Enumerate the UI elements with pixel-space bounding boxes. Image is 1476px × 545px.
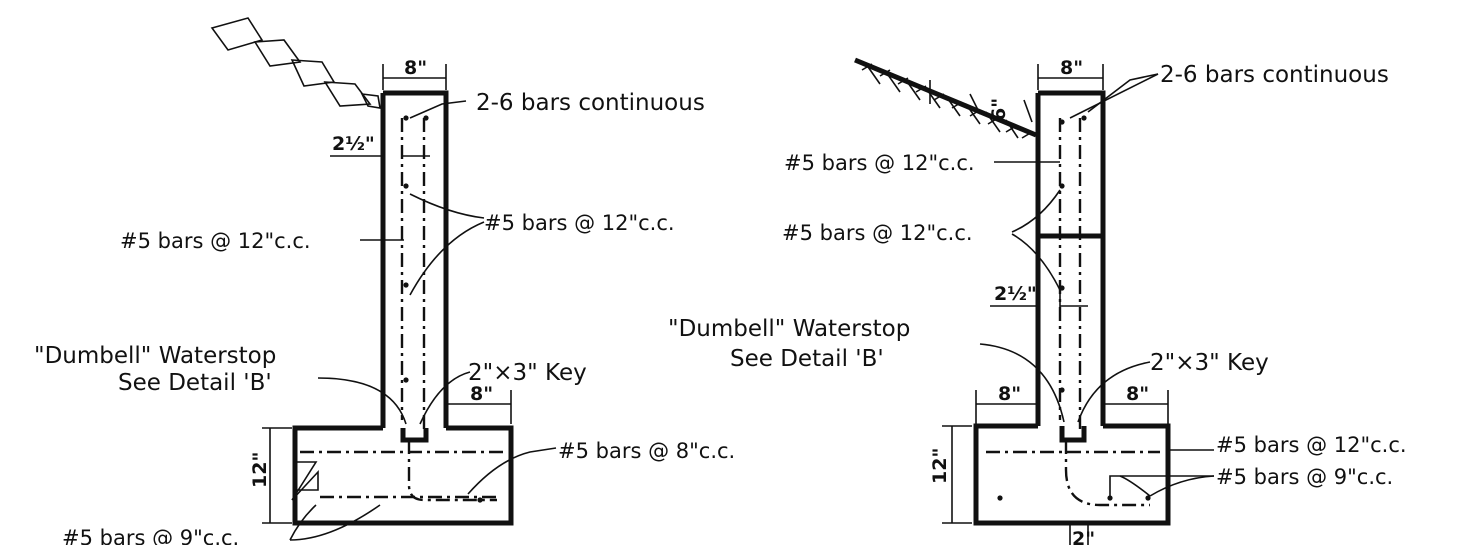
right-top-bars-label: 2-6 bars continuous: [1160, 62, 1389, 88]
left-toe-width-label: 8": [470, 383, 493, 405]
left-rubble-cap: [210, 17, 381, 109]
right-upper-bars-label: #5 bars @ 12"c.c.: [784, 151, 975, 175]
right-lower-bars-label: #5 bars @ 12"c.c.: [782, 221, 973, 245]
left-footing: [292, 425, 514, 526]
right-bottom-dim: 2": [1069, 525, 1095, 545]
right-footing-bars-bottom-label: #5 bars @ 9"c.c.: [1216, 465, 1393, 489]
right-key-label: 2"×3" Key: [1150, 350, 1269, 376]
left-cover-label: 2½": [332, 133, 375, 155]
right-cover-dim: 2½": [990, 283, 1088, 318]
left-waterstop-label: "Dumbell" Waterstop: [34, 343, 276, 369]
right-toe-width-dim: 8": [1103, 383, 1169, 424]
right-footing-bars-top-label: #5 bars @ 12"c.c.: [1216, 433, 1407, 457]
left-inner-bars-label: #5 bars @ 12"c.c.: [484, 211, 675, 235]
left-footing-height-label: 12": [249, 452, 271, 488]
left-top-bars-label: 2-6 bars continuous: [476, 90, 705, 116]
right-footing-height-dim: 12": [929, 425, 972, 524]
left-key-label: 2"×3" Key: [468, 360, 587, 386]
right-footing: [973, 423, 1171, 526]
right-top-width-dim: 8": [1037, 57, 1104, 90]
right-wall-stem: [1035, 90, 1106, 426]
left-footing-bent-bar: [407, 440, 497, 502]
right-waterstop-detail: See Detail 'B': [730, 346, 884, 372]
right-cover-label: 2½": [994, 283, 1037, 305]
right-waterstop-label: "Dumbell" Waterstop: [668, 316, 910, 342]
right-slope-dim-label: 6": [988, 98, 1010, 121]
left-footing-bars-bottom-label: #5 bars @ 9"c.c.: [62, 526, 239, 545]
right-toe-width-label: 8": [1126, 383, 1149, 405]
left-wall-stem: [380, 90, 449, 428]
right-slope-dim: 6": [969, 93, 1033, 123]
left-break-line: [291, 461, 319, 501]
left-top-width-label: 8": [404, 57, 427, 79]
right-wall-section: 6" 8" 2-6 bars continuou: [668, 57, 1407, 545]
right-top-width-label: 8": [1060, 57, 1083, 79]
right-ground-slope: [854, 57, 1037, 139]
left-cover-dim: 2½": [330, 133, 430, 157]
right-key: [1059, 426, 1087, 443]
right-heel-width-dim: 8": [975, 383, 1038, 424]
left-wall-section: 8" 2½" 2-6 bars continuous #5 bars @ 12"…: [34, 17, 735, 545]
left-footing-bars-top-label: #5 bars @ 8"c.c.: [558, 439, 735, 463]
right-footing-bent-bar: [1064, 440, 1150, 507]
left-outer-bars-label: #5 bars @ 12"c.c.: [120, 229, 311, 253]
right-bottom-dim-label: 2": [1072, 528, 1095, 545]
right-footing-height-label: 12": [929, 448, 951, 484]
left-key: [400, 428, 429, 443]
left-top-width-dim: 8": [382, 57, 447, 90]
left-toe-width-dim: 8": [446, 383, 512, 424]
right-heel-width-label: 8": [998, 383, 1021, 405]
left-waterstop-detail: See Detail 'B': [118, 370, 272, 396]
left-footing-height-dim: 12": [249, 427, 292, 524]
